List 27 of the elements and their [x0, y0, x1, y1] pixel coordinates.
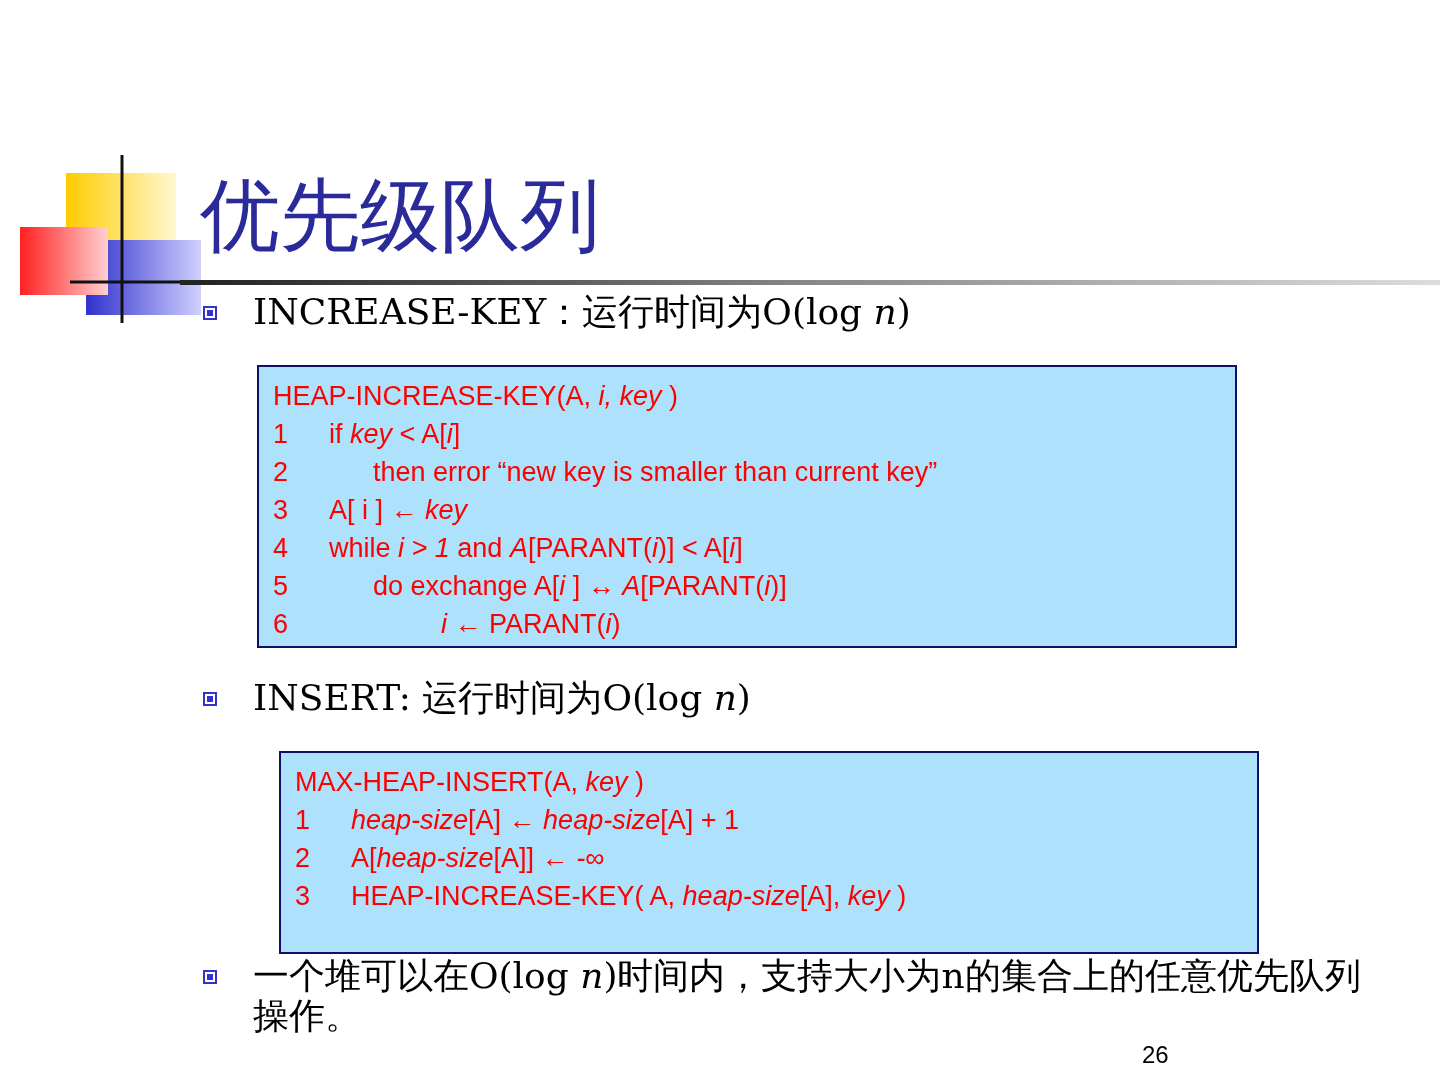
line-number: 2	[295, 842, 312, 875]
code-line: if key < A[i]	[329, 418, 461, 451]
bullet-text: INCREASE-KEY：运行时间为O(log n)	[253, 292, 911, 332]
code-line: MAX-HEAP-INSERT(A, key )	[295, 766, 645, 799]
line-number: 3	[295, 880, 312, 913]
line-number: 1	[295, 804, 312, 837]
bullet-text: INSERT: 运行时间为O(log n)	[253, 678, 751, 718]
code-box	[257, 365, 1237, 648]
code-box	[279, 751, 1259, 954]
page-number: 26	[1142, 1040, 1169, 1070]
code-line: while i > 1 and A[PARANT(i)] < A[i]	[329, 532, 743, 565]
code-line: then error “new key is smaller than current key”	[373, 456, 938, 489]
code-line: heap-size[A] ← heap-size[A] + 1	[351, 804, 739, 837]
slide-title: 优先级队列	[200, 168, 600, 264]
code-line: A[ i ] ← key	[329, 494, 468, 527]
code-line: HEAP-INCREASE-KEY( A, heap-size[A], key )	[351, 880, 907, 913]
line-number: 6	[273, 608, 290, 641]
bullet-text: 一个堆可以在O(log n)时间内，支持大小为n的集合上的任意优先队列操作。	[253, 956, 1362, 1036]
code-line: HEAP-INCREASE-KEY(A, i, key )	[273, 380, 679, 413]
line-number: 4	[273, 532, 290, 565]
code-line: do exchange A[i ] ↔ A[PARANT(i)]	[373, 570, 787, 603]
line-number: 1	[273, 418, 290, 451]
code-line: A[heap-size[A]] ← -∞	[351, 842, 605, 875]
code-line: i ← PARANT(i)	[441, 608, 621, 641]
line-number: 5	[273, 570, 290, 603]
line-number: 3	[273, 494, 290, 527]
line-number: 2	[273, 456, 290, 489]
